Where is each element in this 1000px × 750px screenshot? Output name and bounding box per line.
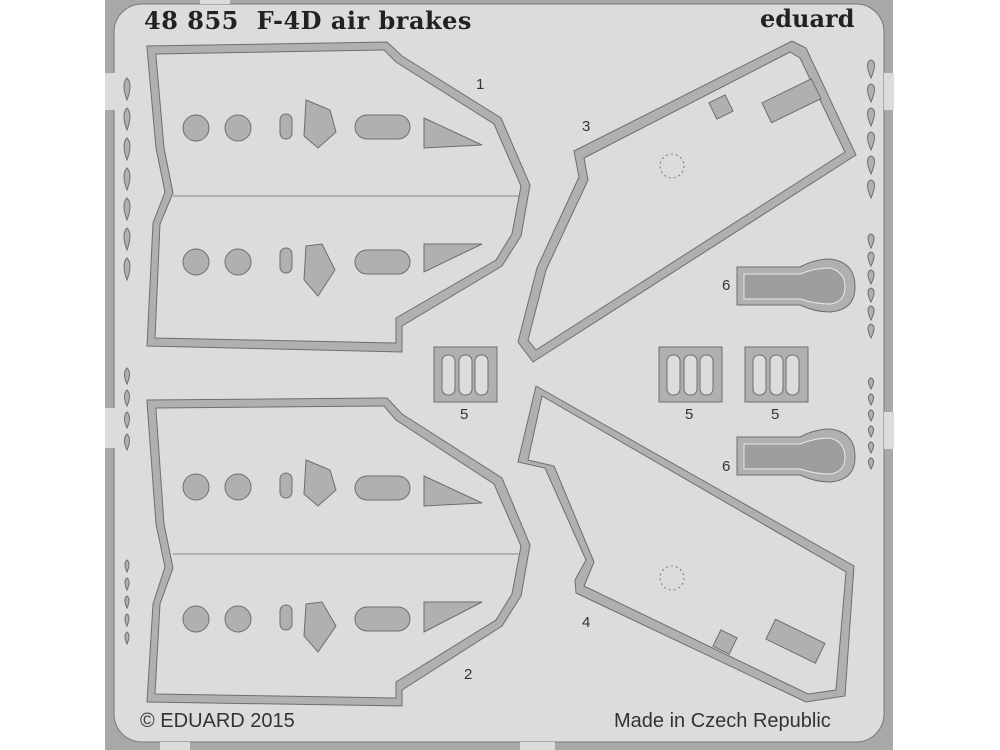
part-label-5b: 5 bbox=[685, 406, 694, 423]
part-label-2: 2 bbox=[464, 666, 473, 683]
part-label-6b: 6 bbox=[722, 458, 731, 475]
part-label-4: 4 bbox=[582, 614, 591, 631]
fret-edge-gaps bbox=[105, 0, 894, 750]
part-5-hinge-set-a bbox=[433, 346, 498, 403]
part-6-fairing-upper bbox=[736, 258, 856, 313]
part-label-5c: 5 bbox=[771, 406, 780, 423]
brand-logo: eduard bbox=[760, 4, 855, 33]
left-rivet-drops bbox=[123, 77, 131, 646]
part-5-hinge-set-b bbox=[658, 346, 723, 403]
origin-text: Made in Czech Republic bbox=[614, 710, 831, 732]
copyright-text: © EDUARD 2015 bbox=[140, 710, 295, 732]
part-label-1: 1 bbox=[476, 76, 485, 93]
fret-title: 48 855 F-4D air brakes bbox=[144, 6, 472, 35]
part-1-air-brake bbox=[146, 41, 531, 353]
part-5-hinge-set-c bbox=[744, 346, 809, 403]
part-label-3: 3 bbox=[582, 118, 591, 135]
part-label-5a: 5 bbox=[460, 406, 469, 423]
part-2-air-brake bbox=[146, 397, 531, 707]
part-3-air-brake bbox=[517, 40, 857, 363]
right-rivet-drops bbox=[867, 59, 875, 471]
part-label-6a: 6 bbox=[722, 277, 731, 294]
part-4-air-brake bbox=[517, 385, 855, 703]
part-6-fairing-lower bbox=[736, 428, 856, 483]
